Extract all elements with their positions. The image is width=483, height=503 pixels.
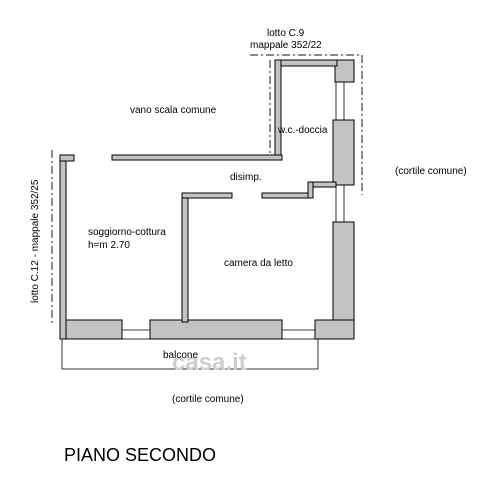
label-lot-c9: lotto C.9 [267, 28, 305, 39]
wall-right-mid [332, 119, 355, 186]
wall-left [59, 154, 67, 340]
label-mappale-c9: mappale 352/22 [250, 40, 322, 51]
wall-partition-top-right [261, 192, 313, 199]
wall-top-left [59, 154, 75, 162]
page-title: PIANO SECONDO [64, 445, 216, 465]
wall-bottom-left [59, 319, 123, 340]
wall-wc-step-vertical [307, 181, 314, 199]
wall-bottom-middle [149, 319, 283, 340]
label-cortile-right: (cortile comune) [395, 166, 467, 177]
label-lot-c12: lotto C.12 - mappale 352/25 [30, 179, 41, 303]
watermark: casa.it [172, 349, 247, 376]
boundary-lot-c9 [250, 54, 363, 195]
balcony-outline [61, 338, 319, 370]
label-soggiorno: soggiorno-cottura [88, 227, 166, 238]
label-camera: camera da letto [224, 258, 293, 269]
wall-wc-top [274, 59, 338, 67]
lot-boundary-lines [51, 54, 363, 325]
wall-wc-left [274, 59, 282, 159]
label-vano-scala: vano scala comune [130, 105, 217, 116]
windows [122, 82, 345, 331]
label-disimp: disimp. [230, 172, 262, 183]
label-cortile-bottom: (cortile comune) [172, 394, 244, 405]
wall-partition-top-left [181, 192, 233, 199]
walls [59, 59, 355, 340]
label-wc-doccia: w.c.-doccia [277, 125, 328, 136]
wall-right-top [334, 59, 355, 83]
label-balcone: balcone [163, 350, 198, 361]
wall-top-stair [111, 154, 283, 161]
wall-bottom-right [314, 319, 355, 340]
label-height: h=m 2.70 [88, 240, 130, 251]
wall-partition-vertical [181, 194, 189, 323]
